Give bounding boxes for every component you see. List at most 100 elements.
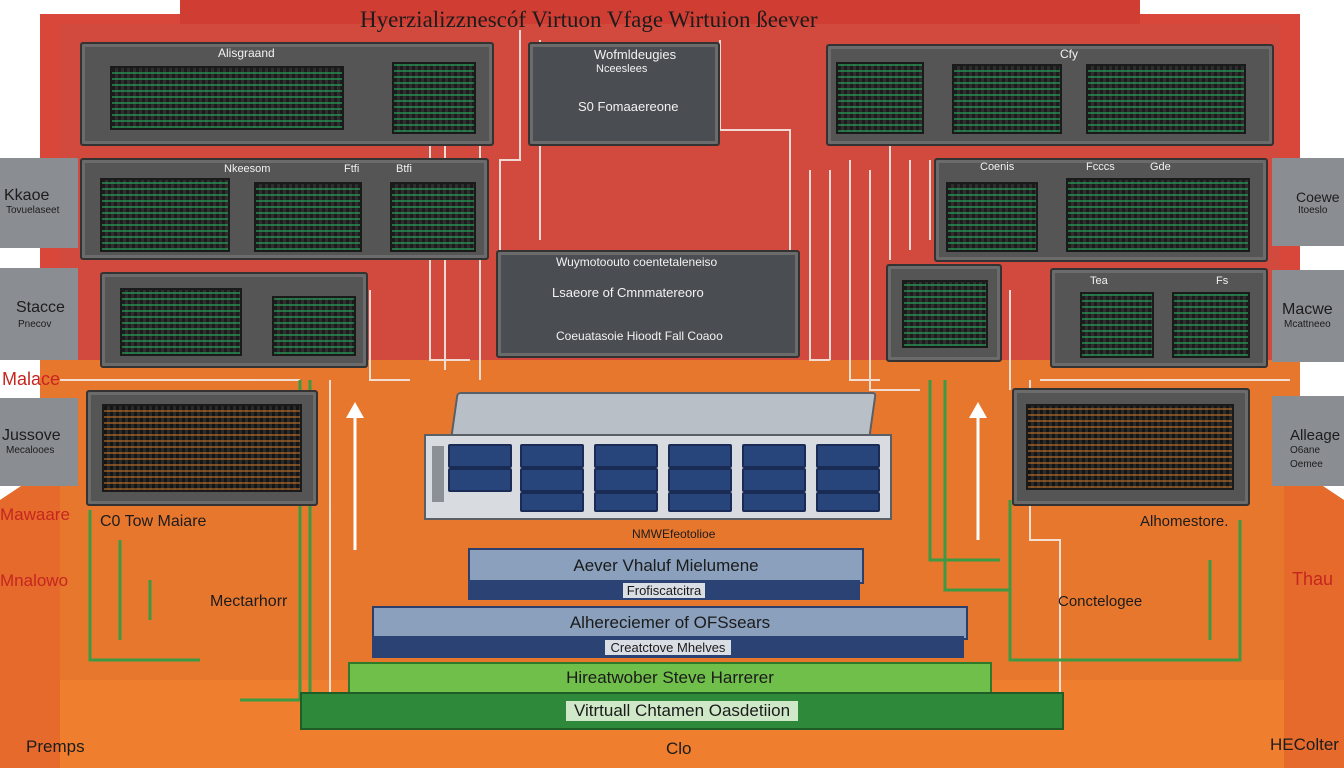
right-conc-label: Conctelogee	[1058, 593, 1143, 610]
right-side-box-3	[1272, 396, 1344, 486]
server-grill	[100, 178, 230, 252]
right-side1-main: Coewe	[1296, 189, 1340, 205]
center-server-panel	[432, 446, 444, 502]
tier-2-title: Alhereciemer of OFSsears	[569, 613, 771, 632]
drive-bay	[448, 444, 512, 468]
drive-bay	[594, 444, 658, 468]
center-server-label: NMWEfeotolioe	[632, 527, 716, 541]
center-box	[496, 250, 800, 358]
drive-bay	[742, 468, 806, 492]
server-grill	[120, 288, 242, 356]
left-row1-label: Alisgraand	[218, 46, 275, 60]
right-side3-sub: O6ane	[1290, 445, 1321, 456]
server-grill	[102, 404, 302, 492]
right-row2-label-c: Gde	[1150, 161, 1171, 173]
left-side6-label: Mnalowo	[0, 571, 69, 590]
center-server-front	[424, 434, 892, 520]
right-side2-sub: Mcattneeo	[1284, 319, 1331, 330]
left-row2-label-b: Ftfi	[344, 163, 360, 175]
server-grill	[952, 64, 1062, 134]
left-server-3	[100, 272, 368, 368]
drive-bay	[668, 444, 732, 468]
up-arrow-left	[346, 402, 364, 550]
drive-bay	[594, 492, 658, 512]
left-side5-label: Mawaare	[0, 505, 70, 524]
right-bottom-label: HEColter	[1270, 735, 1339, 754]
drive-bay	[520, 444, 584, 468]
server-grill	[1066, 178, 1250, 252]
drive-bay	[816, 492, 880, 512]
top-center-line1: Wofmldeugies	[594, 47, 677, 62]
left-server-1	[80, 42, 494, 146]
right-row1-label: Cfy	[1060, 47, 1078, 61]
left-side1-main: Kkaoe	[4, 187, 50, 204]
drive-bay	[742, 444, 806, 468]
orange-floor-left	[0, 460, 60, 768]
left-side2-main: Stacce	[16, 299, 65, 316]
right-row2-label-a: Coenis	[980, 161, 1015, 173]
left-side4-main: Jussove	[2, 427, 61, 444]
left-server-4	[86, 390, 318, 506]
diagram-title: Hyerzializznescóf Virtuon Vfage Wirtuion…	[360, 7, 818, 32]
center-box-line3: Coeuatasoie Hioodt Fall Coaoo	[556, 329, 723, 343]
drive-bay	[816, 468, 880, 492]
drive-bay	[668, 492, 732, 512]
drive-bay	[816, 444, 880, 468]
right-server-3a	[886, 264, 1002, 362]
tier-3: Hireatwober Steve Harrerer	[348, 662, 992, 694]
right-side-box-1	[1272, 158, 1344, 246]
left-side-box-2	[0, 268, 78, 360]
tier-1-title: Aever Vhaluf Mielumene	[573, 556, 759, 575]
green-wire	[943, 380, 1010, 592]
right-side3-sub2: Oemee	[1290, 459, 1323, 470]
tier-1: Aever Vhaluf Mielumene	[468, 548, 864, 584]
left-row2-label-c: Btfi	[396, 163, 412, 175]
server-grill	[390, 182, 476, 252]
white-wire	[869, 170, 920, 391]
white-wire	[719, 40, 791, 260]
right-row3-label-b: Fs	[1216, 275, 1229, 287]
right-side1-sub: Itoeslo	[1298, 205, 1328, 216]
right-server-4	[1012, 388, 1250, 506]
green-wire	[1100, 520, 1242, 662]
left-side-box-3	[0, 398, 78, 486]
center-box-line2: Lsaeore of Cmnmatereoro	[552, 285, 704, 300]
server-grill	[254, 182, 362, 252]
server-grill	[836, 62, 924, 134]
left-c0-label: C0 Tow Maiare	[100, 513, 207, 530]
right-row3-label-a: Tea	[1090, 275, 1108, 287]
green-wire	[88, 510, 200, 662]
left-side1-sub: Tovuelaseet	[6, 205, 60, 216]
center-server-top	[450, 392, 877, 440]
top-center-box	[528, 42, 720, 146]
white-wire	[369, 290, 410, 381]
right-side-box-2	[1272, 270, 1344, 362]
right-server-1	[826, 44, 1274, 146]
left-row2-label-a: Nkeesom	[224, 163, 271, 175]
tier-2-sub: Creatctove Mhelves	[604, 639, 732, 655]
tier-4-title: Vitrtuall Chtamen Oasdetiion	[565, 701, 799, 721]
tier-1-sub-bar: Frofiscatcitra	[468, 580, 860, 600]
tier-2: Alhereciemer of OFSsears	[372, 606, 968, 640]
server-grill	[902, 280, 988, 348]
bottom-center-label: Clo	[666, 739, 692, 758]
server-grill	[946, 182, 1038, 252]
drive-bay	[742, 492, 806, 512]
right-home-label: Alhomestore.	[1140, 513, 1229, 530]
drive-bay	[520, 468, 584, 492]
right-side4-label: Thau	[1292, 569, 1334, 589]
top-center-line3: S0 Fomaaereone	[578, 99, 679, 114]
left-medium-label: Mectarhorr	[210, 593, 288, 610]
drive-bay	[594, 468, 658, 492]
server-grill	[1080, 292, 1154, 358]
left-side4-sub: Mecalooes	[6, 445, 55, 456]
left-bottom-label: Premps	[26, 737, 85, 756]
white-wire	[809, 170, 830, 361]
server-grill	[110, 66, 344, 130]
drive-bay	[668, 468, 732, 492]
right-side2-main: Macwe	[1282, 301, 1333, 318]
green-wire	[1008, 500, 1100, 662]
tier-3-title: Hireatwober Steve Harrerer	[566, 668, 774, 687]
server-grill	[1086, 64, 1246, 134]
